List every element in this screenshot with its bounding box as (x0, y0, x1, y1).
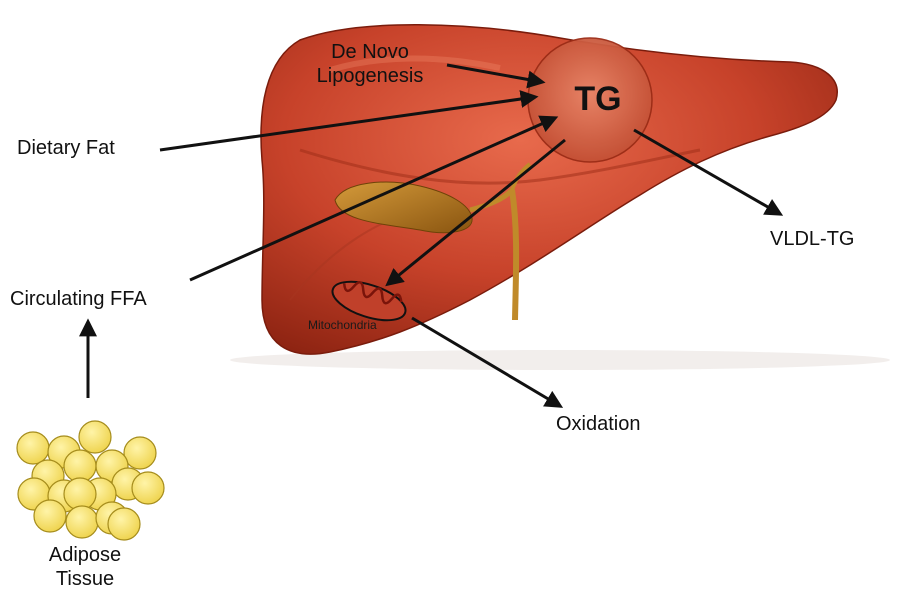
adipose-tissue-label: Adipose Tissue (30, 543, 140, 591)
oxidation-label: Oxidation (556, 412, 641, 436)
tg-label: TG (548, 80, 648, 119)
circulating-ffa-label: Circulating FFA (10, 287, 147, 311)
de-novo-lipogenesis-label: De Novo Lipogenesis (300, 40, 440, 88)
adipocyte-cluster-icon (17, 421, 164, 540)
dietary-fat-label: Dietary Fat (17, 136, 115, 160)
vldl-tg-label: VLDL-TG (770, 227, 854, 251)
mitochondria-label: Mitochondria (308, 318, 377, 332)
